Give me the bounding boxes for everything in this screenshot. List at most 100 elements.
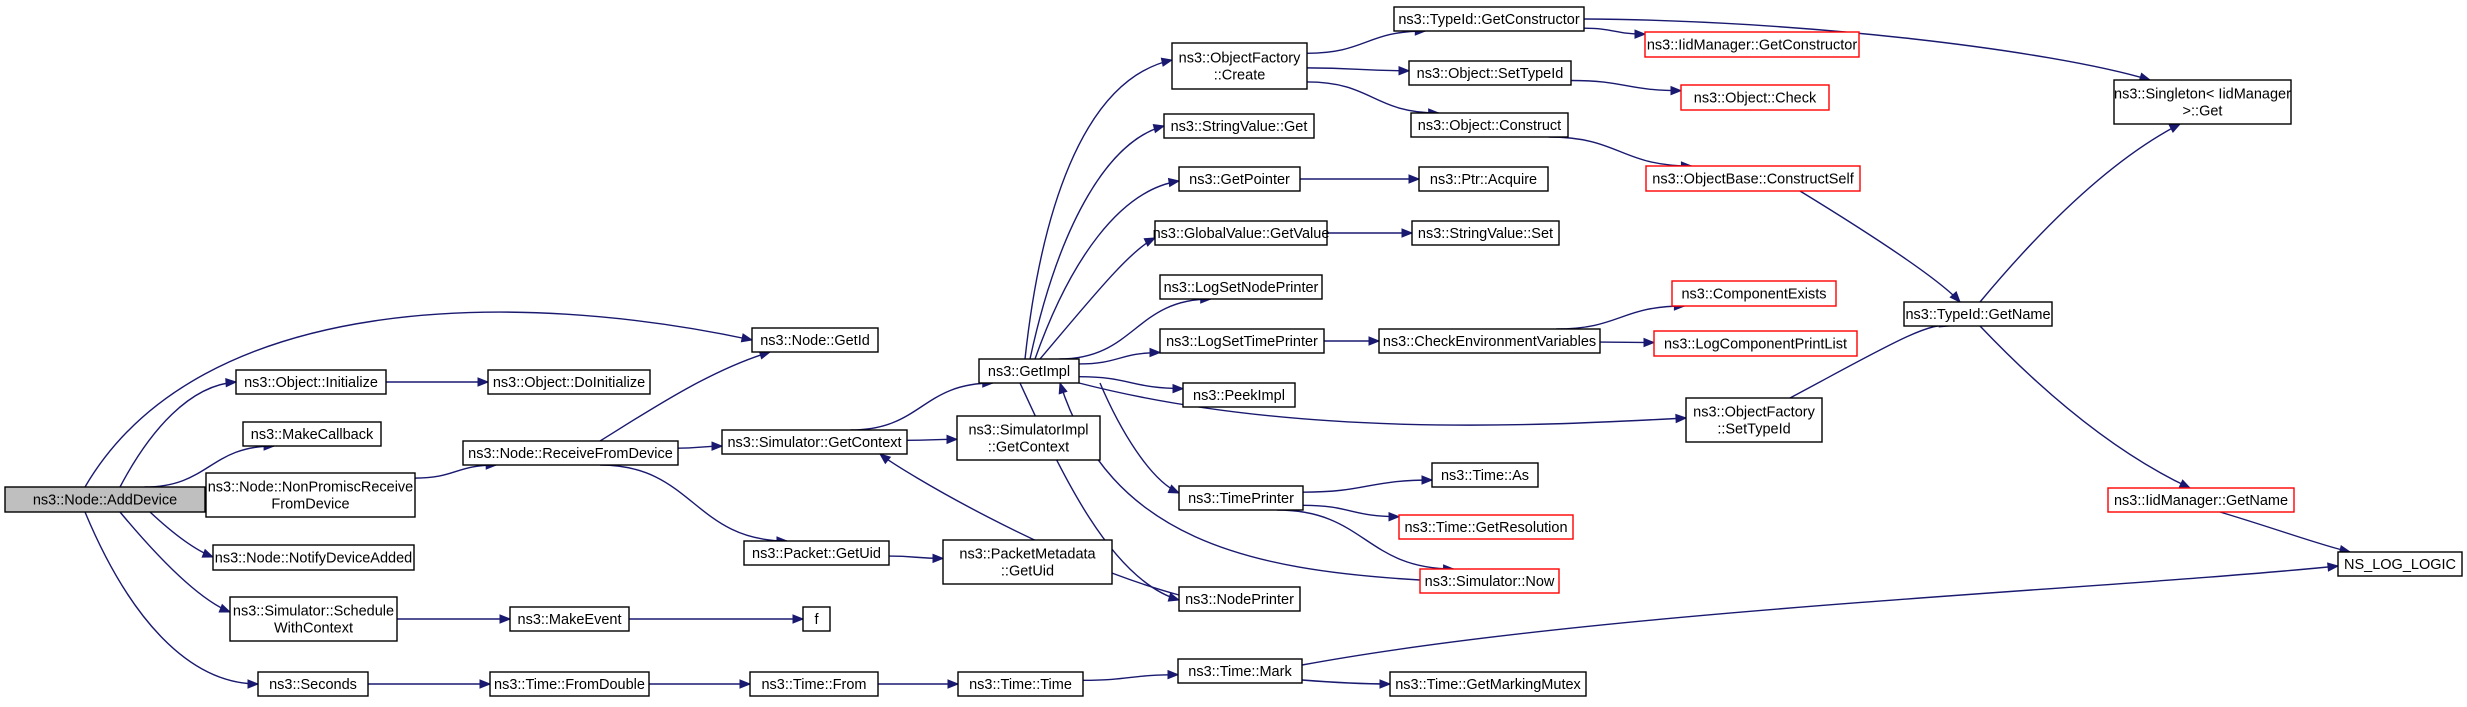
node-check-env-vars[interactable]: ns3::CheckEnvironmentVariables (1378, 328, 1601, 354)
node-label: ns3::PeekImpl (1193, 388, 1285, 404)
node-node-getid[interactable]: ns3::Node::GetId (751, 327, 879, 353)
node-label: ns3::Node::AddDevice (33, 493, 177, 509)
edge-logsettimeprinter-to-check_env_vars (1323, 336, 1381, 346)
node-label: ns3::Time::FromDouble (494, 677, 645, 693)
node-box (1903, 301, 2053, 327)
arrowhead-icon (1160, 57, 1174, 67)
arrowhead-icon (225, 377, 238, 388)
node-object-doinitialize[interactable]: ns3::Object::DoInitialize (487, 369, 651, 395)
node-time-time[interactable]: ns3::Time::Time (957, 671, 1084, 697)
node-time-mark[interactable]: ns3::Time::Mark (1177, 658, 1303, 684)
edge-typeid_getname-to-singleton_get (1979, 123, 2182, 303)
node-object-initialize[interactable]: ns3::Object::Initialize (235, 369, 387, 395)
node-time-from[interactable]: ns3::Time::From (749, 671, 879, 697)
node-f[interactable]: f (802, 606, 831, 632)
node-nodeprinter[interactable]: ns3::NodePrinter (1178, 586, 1301, 612)
edge-time_fromdouble-to-time_from (648, 679, 752, 689)
node-typeid-getname[interactable]: ns3::TypeId::GetName (1903, 301, 2053, 327)
node-time-getmarkingmutex[interactable]: ns3::Time::GetMarkingMutex (1389, 671, 1587, 697)
node-make-callback[interactable]: ns3::MakeCallback (242, 421, 382, 447)
arrowhead-icon (1634, 29, 1647, 39)
arrowhead-icon (1172, 383, 1185, 394)
edge-time_mark-to-ns_log_logic (1301, 562, 2340, 666)
node-box (2107, 487, 2295, 513)
node-time-getresolution[interactable]: ns3::Time::GetResolution (1398, 514, 1574, 540)
call-edges (84, 18, 2352, 689)
node-simulator-now[interactable]: ns3::Simulator::Now (1419, 568, 1560, 594)
node-object-construct[interactable]: ns3::Object::Construct (1410, 112, 1569, 138)
node-simimpl-getcontext[interactable]: ns3::SimulatorImpl::GetContext (956, 415, 1101, 461)
node-iidmanager-getname[interactable]: ns3::IidManager::GetName (2107, 487, 2295, 513)
node-typeid-getconstructor[interactable]: ns3::TypeId::GetConstructor (1393, 6, 1585, 32)
node-object-check[interactable]: ns3::Object::Check (1680, 84, 1830, 111)
arrowhead-icon (946, 434, 959, 445)
edge-line (1570, 79, 1682, 92)
edge-line (1556, 305, 1685, 330)
node-logsettimeprinter[interactable]: ns3::LogSetTimePrinter (1159, 328, 1325, 354)
node-logcomponentprintlist[interactable]: ns3::LogComponentPrintList (1653, 330, 1858, 357)
node-box (1644, 31, 1860, 58)
node-getimpl[interactable]: ns3::GetImpl (978, 358, 1080, 384)
edge-getimpl-to-objectfactory_settypeid (1078, 382, 1688, 426)
node-ptr-acquire[interactable]: ns3::Ptr::Acquire (1418, 166, 1549, 192)
node-box (942, 539, 1113, 585)
node-object-settypeid[interactable]: ns3::Object::SetTypeId (1408, 60, 1572, 86)
node-time-as[interactable]: ns3::Time::As (1431, 462, 1539, 488)
node-box (1182, 382, 1296, 408)
edge-line (1078, 376, 1184, 390)
node-iidmanager-getconstructor[interactable]: ns3::IidManager::GetConstructor (1644, 31, 1860, 58)
node-objectfactory-create[interactable]: ns3::ObjectFactory::Create (1171, 42, 1308, 90)
node-receive-from-device[interactable]: ns3::Node::ReceiveFromDevice (462, 440, 679, 466)
node-label: ns3::Time::GetMarkingMutex (1395, 677, 1581, 693)
node-stringvalue-get[interactable]: ns3::StringValue::Get (1163, 113, 1315, 139)
edge-packet_getuid-to-packetmetadata_getuid (888, 553, 945, 564)
edge-getimpl-to-timeprinter (1099, 382, 1181, 494)
node-objectbase-constructself[interactable]: ns3::ObjectBase::ConstructSelf (1645, 165, 1861, 192)
node-logsetnodeprinter[interactable]: ns3::LogSetNodePrinter (1159, 274, 1323, 300)
node-box (2113, 79, 2292, 125)
node-timeprinter[interactable]: ns3::TimePrinter (1178, 485, 1304, 511)
node-label: ns3::LogSetTimePrinter (1166, 334, 1318, 350)
edge-line (414, 464, 497, 479)
edge-line (84, 311, 753, 488)
edge-object_construct-to-objectbase_constructself (1548, 136, 1693, 171)
node-ns-log-logic[interactable]: NS_LOG_LOGIC (2337, 551, 2463, 577)
arrowhead-icon (201, 548, 215, 558)
node-label: ns3::Simulator::Schedule (233, 604, 394, 620)
node-packet-getuid[interactable]: ns3::Packet::GetUid (743, 540, 890, 566)
node-stringvalue-set[interactable]: ns3::StringValue::Set (1411, 220, 1560, 246)
node-singleton-get[interactable]: ns3::Singleton< IidManager>::Get (2113, 79, 2292, 125)
arrowhead-icon (499, 614, 512, 624)
edge-globalvalue_getvalue-to-stringvalue_set (1327, 228, 1414, 238)
edge-line (600, 464, 787, 542)
node-label: ns3::Simulator::GetContext (727, 435, 901, 451)
edge-line (1979, 123, 2181, 303)
node-componentexists[interactable]: ns3::ComponentExists (1671, 280, 1837, 307)
node-label: ns3::GetPointer (1189, 172, 1290, 188)
node-seconds[interactable]: ns3::Seconds (257, 671, 369, 697)
node-packetmetadata-getuid[interactable]: ns3::PacketMetadata::GetUid (942, 539, 1113, 585)
node-notify-device-added[interactable]: ns3::Node::NotifyDeviceAdded (212, 544, 415, 571)
edge-line (149, 511, 214, 558)
node-objectfactory-settypeid[interactable]: ns3::ObjectFactory::SetTypeId (1685, 397, 1823, 443)
arrowhead-icon (1368, 336, 1381, 346)
edge-getimpl-to-stringvalue_get (1029, 124, 1166, 360)
edge-line (1306, 81, 1439, 114)
node-label: ns3::Node::ReceiveFromDevice (468, 446, 673, 462)
node-getpointer[interactable]: ns3::GetPointer (1178, 166, 1301, 192)
node-box (1408, 60, 1572, 86)
edge-line (1078, 351, 1161, 365)
node-label: ns3::MakeEvent (518, 612, 622, 628)
edge-getpointer-to-ptr_acquire (1300, 174, 1421, 184)
node-box (1163, 113, 1315, 139)
node-sim-getcontext[interactable]: ns3::Simulator::GetContext (721, 429, 908, 455)
node-make-event[interactable]: ns3::MakeEvent (509, 606, 630, 632)
node-globalvalue-getvalue[interactable]: ns3::GlobalValue::GetValue (1153, 220, 1330, 246)
node-time-fromdouble[interactable]: ns3::Time::FromDouble (489, 671, 650, 697)
edge-line (119, 511, 231, 613)
node-peekimpl[interactable]: ns3::PeekImpl (1182, 382, 1296, 408)
edge-line (84, 511, 259, 685)
node-add-device[interactable]: ns3::Node::AddDevice (4, 486, 206, 513)
